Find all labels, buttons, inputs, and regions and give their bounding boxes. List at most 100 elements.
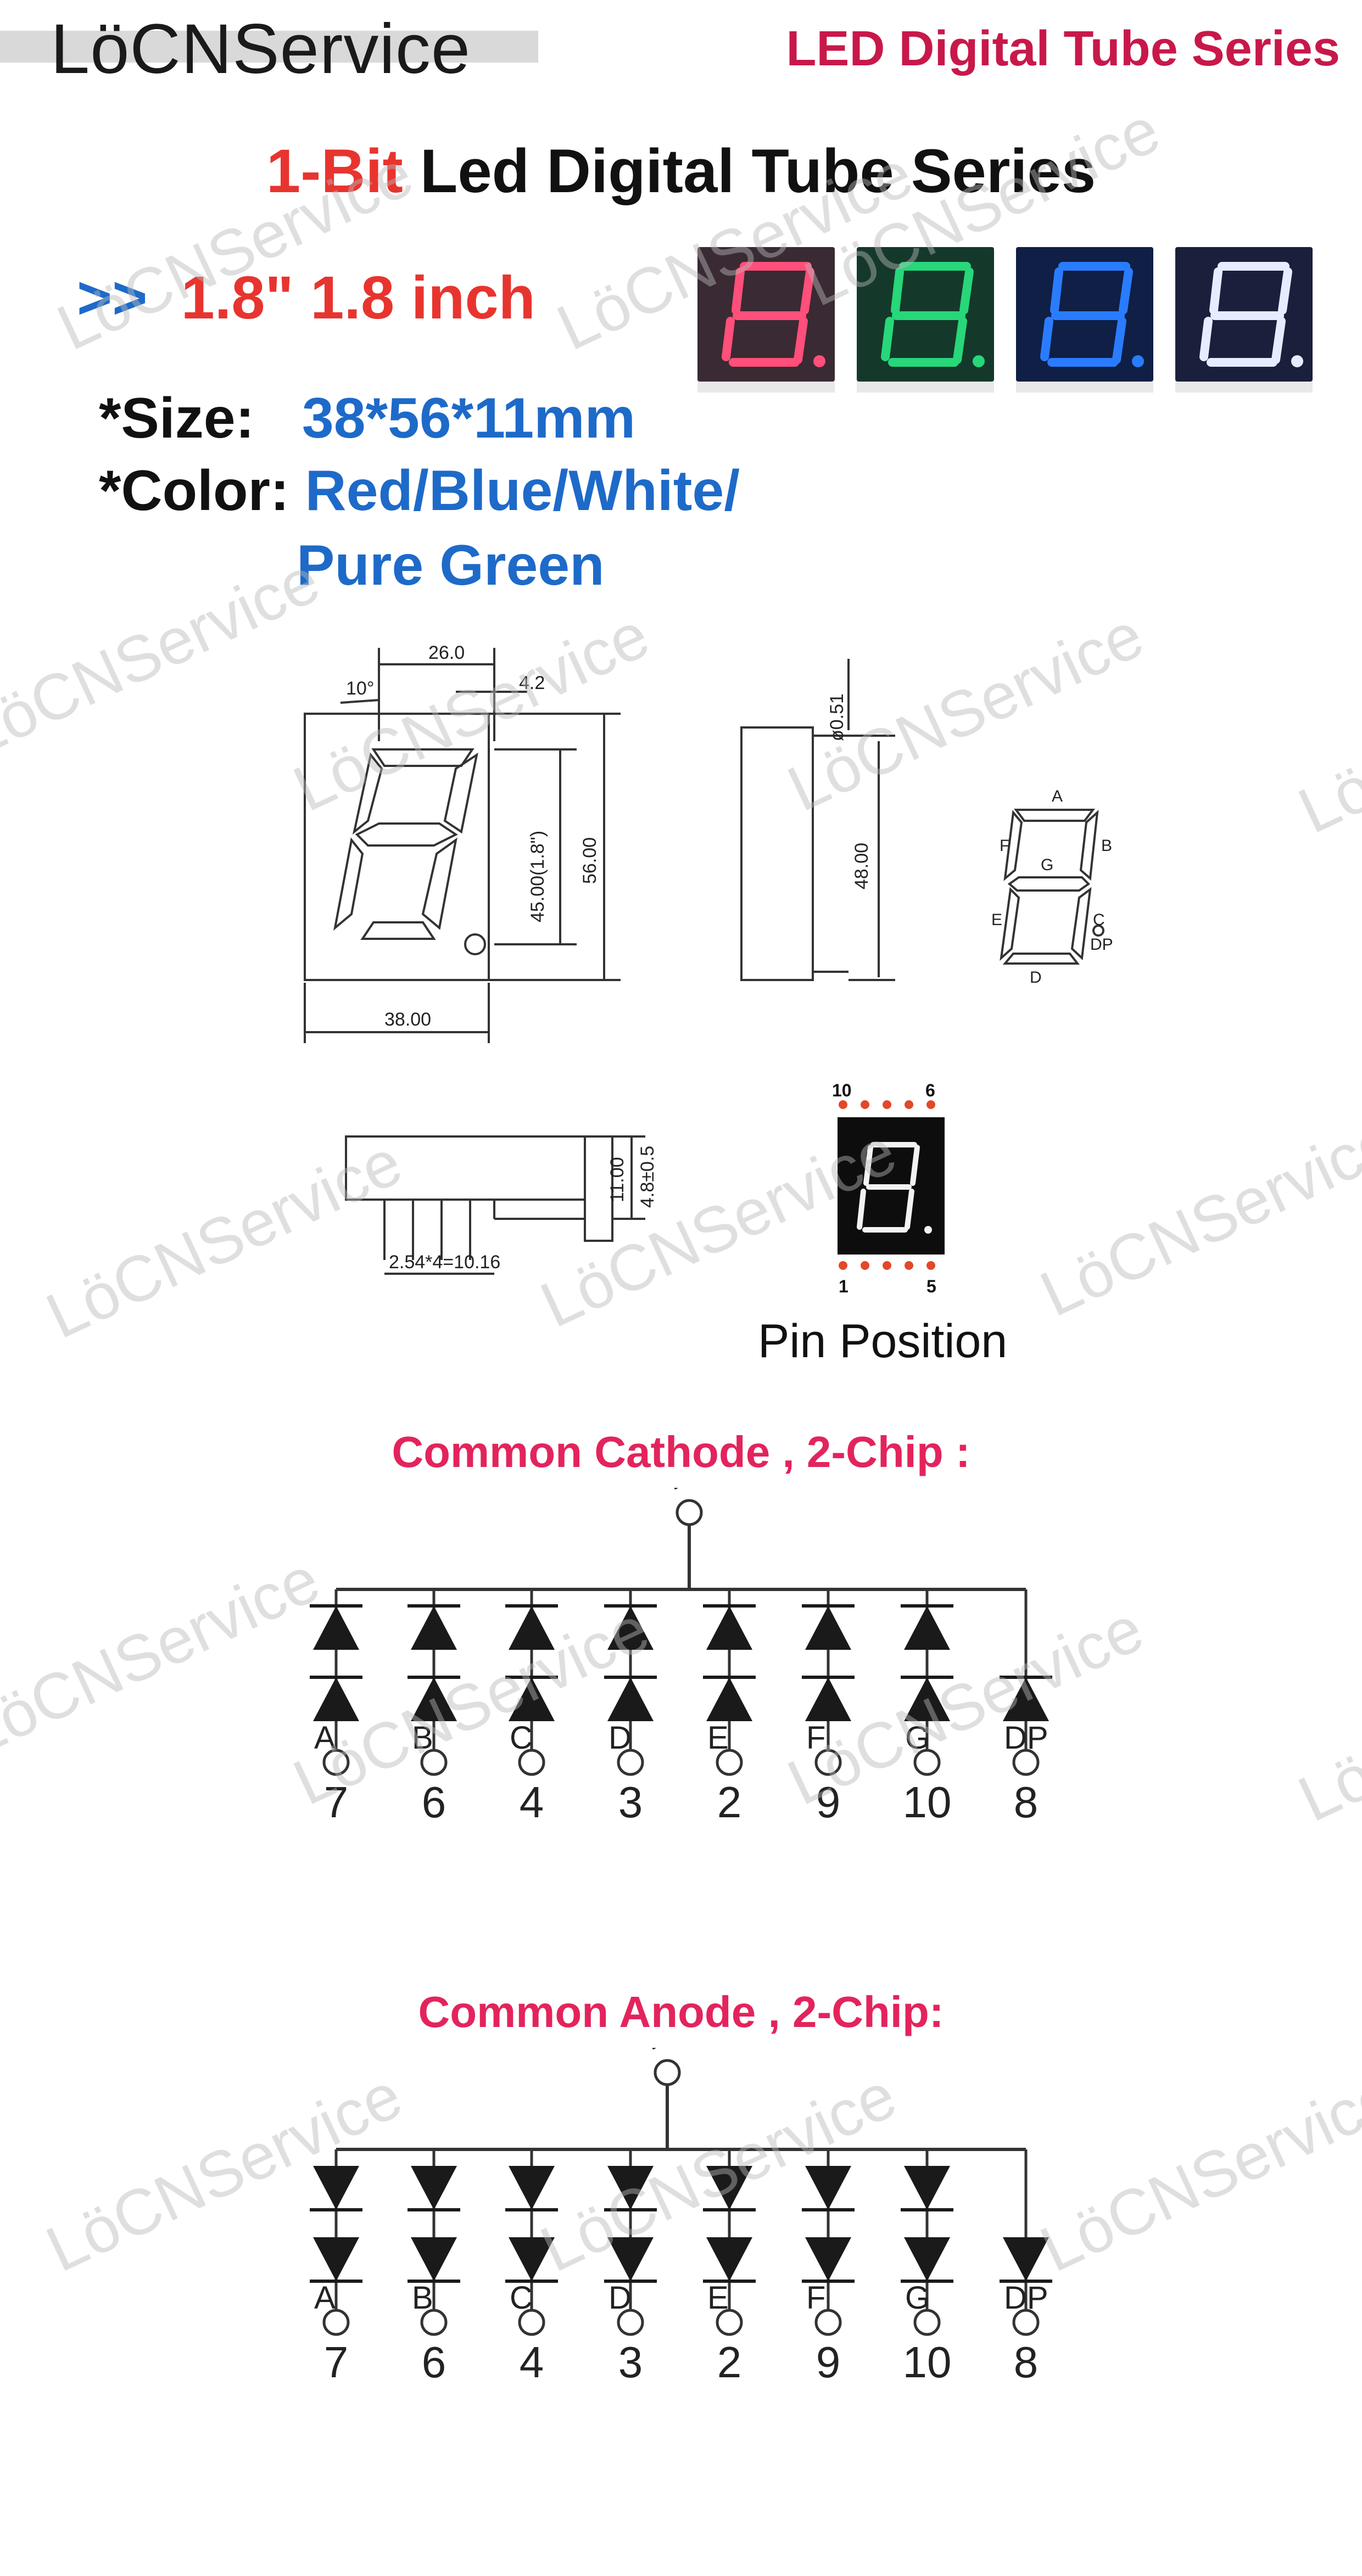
photo-blue xyxy=(1016,247,1153,393)
segment-label: F xyxy=(806,2280,825,2316)
pin-number: 7 xyxy=(324,1778,349,1827)
series-title: LED Digital Tube Series xyxy=(786,21,1340,76)
dim-pitch: 2.54*4=10.16 xyxy=(389,1252,500,1273)
photo-white xyxy=(1175,247,1313,393)
diode-branch-f: F9 xyxy=(802,2149,855,2387)
diode-branch-d: D3 xyxy=(604,2149,657,2387)
diode-branch-g: G 10 xyxy=(901,1589,953,1827)
pin-number: 4 xyxy=(520,1778,544,1827)
segment-label: D xyxy=(609,1720,632,1756)
common-pin-label: 1，5 xyxy=(623,2048,712,2054)
size-line: >> 1.8" 1.8 inch xyxy=(77,268,535,328)
cathode-title: Common Cathode , 2-Chip : xyxy=(392,1427,970,1476)
segment-label: A xyxy=(314,2280,336,2316)
segment-label: DP xyxy=(1004,2280,1048,2316)
segment-label-e: E xyxy=(991,911,1002,929)
dim-height: 56.00 xyxy=(579,837,600,884)
pin-number: 8 xyxy=(1014,2338,1039,2387)
segment-label: G xyxy=(905,1720,930,1756)
anode-title: Common Anode , 2-Chip: xyxy=(418,1987,944,2036)
segment-label: E xyxy=(707,1720,729,1756)
pin-number: 6 xyxy=(422,2338,446,2387)
diode-branch-e: E2 xyxy=(703,1589,756,1827)
pin-5-label: 5 xyxy=(926,1276,936,1296)
diode-branch-d: D3 xyxy=(604,1589,657,1827)
pin-number: 10 xyxy=(903,1778,952,1827)
inch-value: 1.8" 1.8 inch xyxy=(181,264,535,332)
dim-h1: 11.00 xyxy=(607,1157,628,1202)
segment-label: A xyxy=(314,1720,336,1756)
pin-number: 6 xyxy=(422,1778,446,1827)
common-terminal xyxy=(654,2059,681,2086)
spec-size: *Size: 38*56*11mm xyxy=(99,387,636,450)
pin-number: 10 xyxy=(903,2338,952,2387)
dim-digit-height: 45.00(1.8") xyxy=(527,831,548,922)
diode-branch-e: E2 xyxy=(703,2149,756,2387)
segment-label: B xyxy=(412,2280,433,2316)
diode-branch-g: G 10 xyxy=(901,2149,953,2387)
diode-branch-c: C4 xyxy=(505,2149,558,2387)
pin-number: 9 xyxy=(816,1778,841,1827)
segment-label-dp: DP xyxy=(1090,936,1113,954)
headline: 1-Bit Led Digital Tube Series xyxy=(0,141,1362,202)
spec-color: *Color: Red/Blue/White/ xyxy=(99,459,740,523)
front-body-outline xyxy=(304,713,490,981)
pin-1-label: 1 xyxy=(839,1276,849,1296)
segment-label: C xyxy=(510,2280,533,2316)
dim-top: 26.0 xyxy=(428,642,465,663)
pin-10-label: 10 xyxy=(832,1080,852,1100)
diode-branch-b: B6 xyxy=(408,1589,460,1827)
segment-label: F xyxy=(806,1720,825,1756)
headline-rest: Led Digital Tube Series xyxy=(420,137,1096,205)
segment-label: B xyxy=(412,1720,433,1756)
diode-branch-dp: DP 8 xyxy=(1000,1589,1052,1827)
segment-label-g: G xyxy=(1041,856,1053,874)
dim-h2: 4.8±0.5 xyxy=(637,1146,658,1208)
segment-label: G xyxy=(905,2280,930,2316)
diode-branch-dp: DP 8 xyxy=(1000,2149,1052,2387)
segment-label: E xyxy=(707,2280,729,2316)
pin-6-label: 6 xyxy=(925,1080,935,1100)
pin-number: 7 xyxy=(324,2338,349,2387)
segment-label: D xyxy=(609,2280,632,2316)
common-pin-label: 1，5 xyxy=(645,1488,734,1494)
diode-branch-b: B6 xyxy=(408,2149,460,2387)
diode-branch-a: A7 xyxy=(310,2149,362,2387)
dim-length: 48.00 xyxy=(851,843,872,889)
digit-outline xyxy=(333,748,486,955)
segment-label: DP xyxy=(1004,1720,1048,1756)
pin-position-caption: Pin Position xyxy=(758,1315,1008,1368)
dim-width: 38.00 xyxy=(384,1009,431,1030)
dim-offset: 4.2 xyxy=(519,673,545,693)
diode-branch-c: C4 xyxy=(505,1589,558,1827)
photo-red xyxy=(697,247,835,393)
pin-number: 4 xyxy=(520,2338,544,2387)
pin-number: 3 xyxy=(618,1778,643,1827)
brand-bar xyxy=(0,31,538,63)
pin-position-photo xyxy=(838,1100,945,1270)
spec-color-line2: Pure Green xyxy=(297,534,605,597)
brand-logo: LöCNService xyxy=(51,10,471,88)
anode-circuit: 1，5A7B6C4D3E2F9G10DP8 xyxy=(310,2048,1052,2387)
segment-label-d: D xyxy=(1030,968,1042,987)
photo-green xyxy=(857,247,994,393)
pin-number: 9 xyxy=(816,2338,841,2387)
dim-angle: 10° xyxy=(346,678,374,699)
common-terminal xyxy=(676,1499,703,1526)
pin-number: 3 xyxy=(618,2338,643,2387)
headline-bit: 1-Bit xyxy=(266,137,403,205)
segment-label-b: B xyxy=(1101,837,1112,855)
dimension-drawing: 38.00 26.0 10° 4.2 45.00(1.8") 56.00 ø0.… xyxy=(304,642,1113,1296)
segment-label-c: C xyxy=(1093,911,1105,929)
cathode-circuit: 1，5A7B6C4D3E2F9G10DP8 xyxy=(310,1488,1052,1827)
dim-pin: ø0.51 xyxy=(827,693,847,741)
pin-number: 2 xyxy=(717,2338,742,2387)
product-photos xyxy=(697,247,1313,393)
segment-label-a: A xyxy=(1052,787,1063,805)
diode-branch-f: F9 xyxy=(802,1589,855,1827)
pin-number: 8 xyxy=(1014,1778,1039,1827)
segment-label: C xyxy=(510,1720,533,1756)
arrows-icon: >> xyxy=(77,264,148,332)
segment-label-f: F xyxy=(1000,837,1009,855)
pin-number: 2 xyxy=(717,1778,742,1827)
